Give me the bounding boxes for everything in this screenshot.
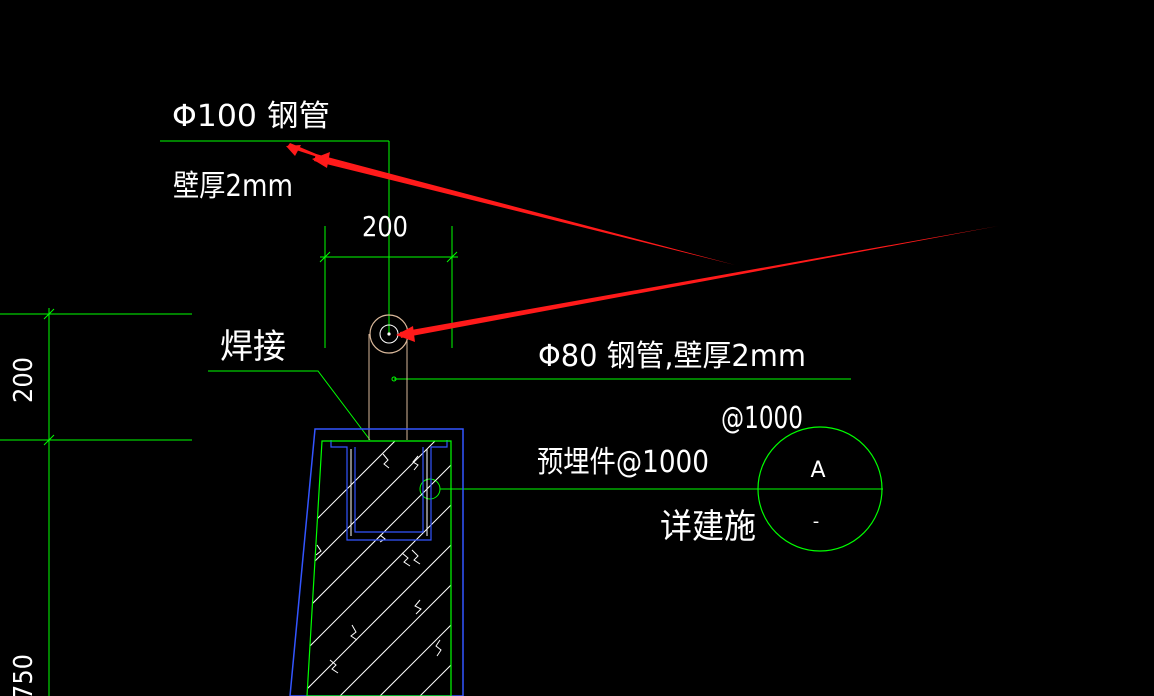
weld-leader [208,370,371,441]
left-dimension-label: 200 [9,357,39,403]
left-dimension-bottom-label: 750 [9,654,39,696]
top-dimension-label: 200 [362,210,408,243]
red-arrow-3 [396,226,998,342]
concrete-marks [315,453,442,674]
left-dimension-lines [0,308,192,696]
pipe100-title-label: Φ100 钢管 [172,99,330,134]
channel-inner-lines [350,449,428,536]
wall-outer-outline [289,428,464,696]
see-arch-label: 详建施 [660,507,756,547]
pipe80-leader-dot [391,376,397,382]
detail-letter: A [810,458,825,483]
pipe100-thickness-label: 壁厚2mm [173,169,293,204]
spacing-label: @1000 [721,401,803,436]
post-pipe [368,334,408,440]
pipe80-label: Φ80 钢管,壁厚2mm [538,339,806,374]
weld-label: 焊接 [220,327,286,367]
detail-sheet: - [813,511,820,532]
red-arrow-1 [312,152,735,265]
pipe100-leader [160,140,390,334]
detail-callout: A - [757,426,883,552]
embed-marker-circle [419,478,441,500]
red-arrow-2 [286,143,345,166]
detail-callout-circle [757,426,883,552]
embed-label: 预埋件@1000 [537,445,709,480]
embedded-channel [330,440,448,541]
